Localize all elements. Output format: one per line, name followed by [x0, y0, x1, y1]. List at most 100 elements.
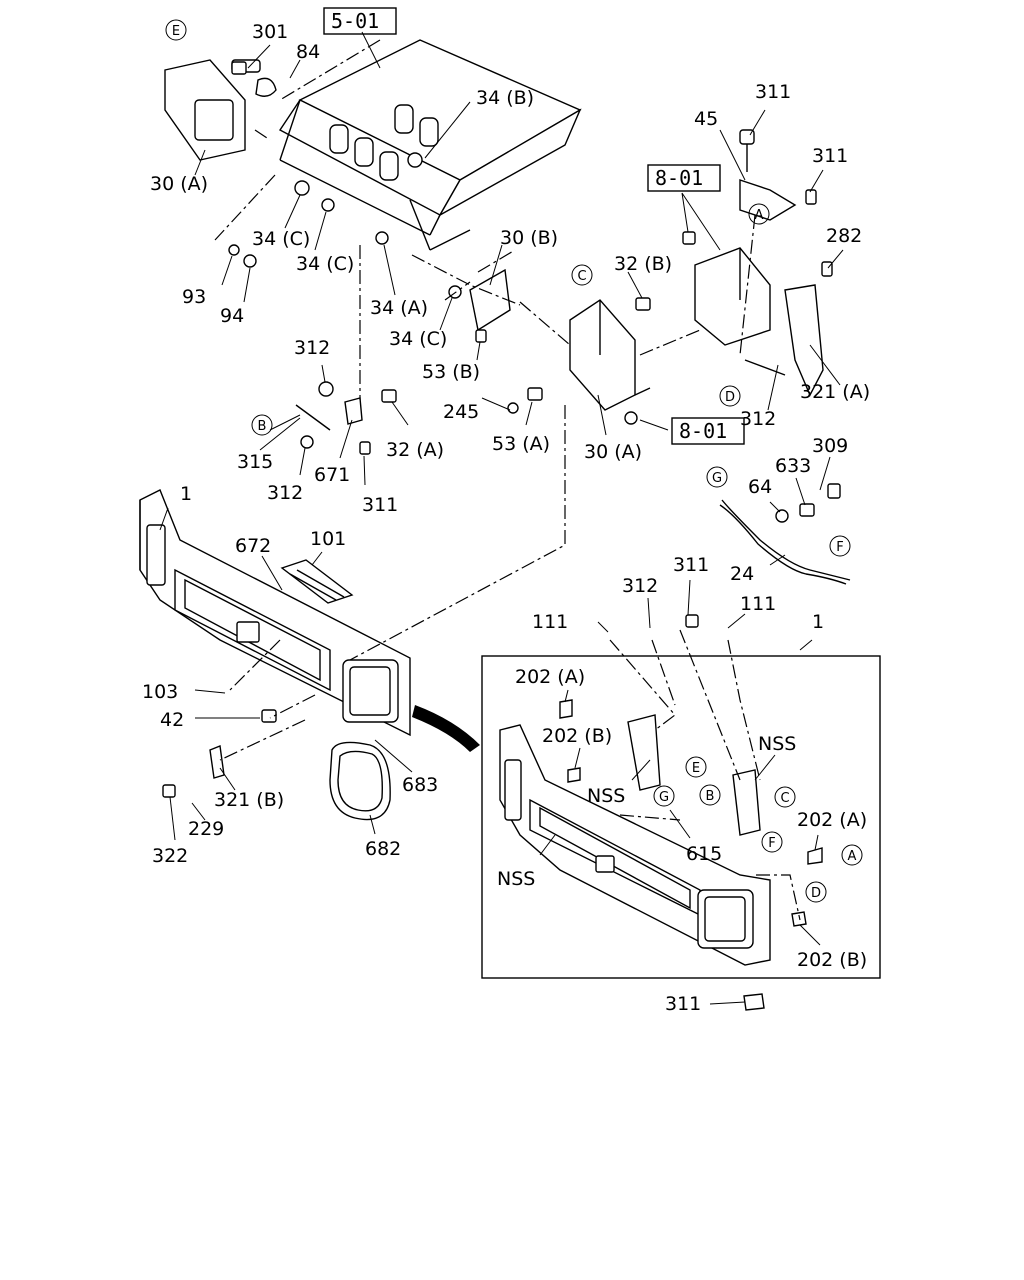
label-nss-2: NSS [587, 785, 625, 807]
label-111-b: 111 [740, 593, 776, 615]
label-103: 103 [142, 681, 178, 703]
inset-arrow [412, 705, 480, 752]
label-111-a: 111 [532, 611, 568, 633]
label-311-a: 311 [362, 494, 398, 516]
svg-text:G: G [659, 790, 669, 805]
label-245: 245 [443, 401, 479, 423]
svg-text:F: F [836, 540, 843, 555]
ref-box-5-01: 5-01 [323, 7, 397, 35]
circle-marker-d2: D [805, 881, 827, 903]
label-1-inset: 1 [812, 611, 824, 633]
label-282: 282 [826, 225, 862, 247]
bracket-8-01-assembly [694, 179, 824, 397]
circle-marker-d1: D [719, 385, 741, 407]
label-202a-2: 202 (A) [797, 809, 867, 831]
label-1-left: 1 [180, 483, 192, 505]
label-311-c: 311 [812, 145, 848, 167]
bumper-left [139, 489, 411, 737]
label-45: 45 [694, 108, 718, 130]
rod-315 [295, 397, 363, 431]
label-nss-1: NSS [758, 733, 796, 755]
label-34a: 34 (A) [370, 297, 428, 319]
part-labels: 301 84 34 (B) 30 (A) 34 (C) 34 (C) 93 94… [142, 21, 870, 1015]
circle-marker-b1: B [251, 414, 273, 436]
ref-8-01b-text: 8-01 [679, 419, 727, 443]
svg-text:F: F [768, 836, 775, 851]
label-34c-1: 34 (C) [252, 228, 310, 250]
bezel-682 [329, 741, 391, 821]
bracket-321b [209, 745, 225, 779]
label-202b-1: 202 (B) [542, 725, 612, 747]
label-321a: 321 (A) [800, 381, 870, 403]
label-312-b: 312 [267, 482, 303, 504]
bumper-inset [499, 724, 771, 966]
label-633: 633 [775, 455, 811, 477]
ref-8-01a-text: 8-01 [655, 166, 703, 190]
label-202a-1: 202 (A) [515, 666, 585, 688]
label-615: 615 [686, 843, 722, 865]
inset-box [481, 655, 881, 979]
ref-box-8-01-b: 8-01 [671, 417, 745, 445]
label-32a: 32 (A) [386, 439, 444, 461]
label-312-a: 312 [294, 337, 330, 359]
label-312-d: 312 [622, 575, 658, 597]
circle-marker-b2: B [699, 784, 721, 806]
circle-marker-a2: A [841, 844, 863, 866]
circle-marker-e1: E [165, 19, 187, 41]
label-32b: 32 (B) [614, 253, 672, 275]
label-53b: 53 (B) [422, 361, 480, 383]
label-672: 672 [235, 535, 271, 557]
svg-text:A: A [848, 849, 857, 864]
bracket-30a-left [164, 59, 277, 161]
bracket-30a-center [569, 299, 651, 411]
svg-text:B: B [258, 419, 267, 434]
chassis-frame [278, 39, 582, 251]
label-311-b: 311 [755, 81, 791, 103]
circle-marker-g2: G [653, 785, 675, 807]
label-34c-2: 34 (C) [296, 253, 354, 275]
circle-marker-g1: G [706, 466, 728, 488]
label-682: 682 [365, 838, 401, 860]
bracket-30b [469, 268, 511, 332]
label-309: 309 [812, 435, 848, 457]
label-30b: 30 (B) [500, 227, 558, 249]
ref-box-8-01-a: 8-01 [647, 164, 721, 192]
label-315: 315 [237, 451, 273, 473]
label-53a: 53 (A) [492, 433, 550, 455]
label-311-d: 311 [673, 554, 709, 576]
svg-text:A: A [755, 208, 764, 223]
label-322: 322 [152, 845, 188, 867]
cable-24 [719, 499, 851, 585]
label-34c-3: 34 (C) [389, 328, 447, 350]
label-229: 229 [188, 818, 224, 840]
ref-5-01-text: 5-01 [331, 9, 379, 33]
label-30a-left: 30 (A) [150, 173, 208, 195]
svg-text:D: D [811, 886, 821, 901]
center-lines [214, 39, 801, 921]
svg-text:D: D [725, 390, 735, 405]
label-30a-center: 30 (A) [584, 441, 642, 463]
nut-icons [228, 152, 789, 523]
leader-lines [159, 31, 844, 1005]
svg-text:G: G [712, 471, 722, 486]
label-84: 84 [296, 41, 320, 63]
label-301: 301 [252, 21, 288, 43]
label-24: 24 [730, 563, 754, 585]
label-671: 671 [314, 464, 350, 486]
label-93: 93 [182, 286, 206, 308]
circle-marker-c1: C [571, 264, 593, 286]
label-42: 42 [160, 709, 184, 731]
label-683: 683 [402, 774, 438, 796]
circle-marker-c2: C [774, 786, 796, 808]
circle-marker-f2: F [761, 831, 783, 853]
label-202b-2: 202 (B) [797, 949, 867, 971]
inset-brackets [559, 699, 823, 1011]
label-64: 64 [748, 476, 772, 498]
grille-101 [280, 559, 354, 604]
svg-text:C: C [577, 269, 586, 284]
label-94: 94 [220, 305, 244, 327]
circle-marker-f1: F [829, 535, 851, 557]
label-34b: 34 (B) [476, 87, 534, 109]
svg-text:E: E [172, 24, 180, 39]
circle-marker-a1: A [748, 203, 770, 225]
